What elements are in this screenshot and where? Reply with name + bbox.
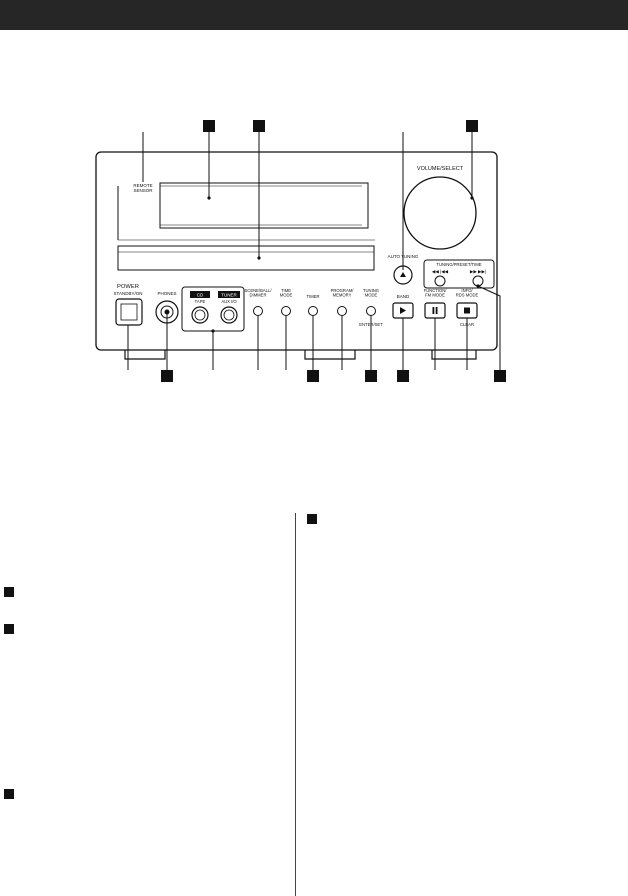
left-foot bbox=[124, 350, 166, 360]
callout-marker-timer bbox=[307, 370, 319, 382]
timer-label: TIMER bbox=[306, 294, 319, 299]
callout-marker-play bbox=[397, 370, 409, 382]
tuner-aux-button bbox=[220, 306, 238, 324]
callout-marker-disc-tray bbox=[253, 120, 265, 132]
header-bar bbox=[0, 0, 628, 30]
tuner-label: TUNER bbox=[221, 293, 237, 298]
timer-button bbox=[308, 306, 318, 316]
section-marker-left-2 bbox=[4, 624, 14, 634]
unit-chassis bbox=[95, 151, 498, 351]
callout-marker-volume bbox=[466, 120, 478, 132]
eject-icon bbox=[400, 272, 406, 277]
phones-label: PHONES bbox=[157, 291, 176, 296]
tuning-back-button bbox=[434, 275, 446, 287]
cd-tape-button bbox=[191, 306, 209, 324]
time-mode-button bbox=[281, 306, 291, 316]
function-fm-mode-label: FUNCTION/FM MODE bbox=[424, 288, 448, 298]
auto-tuning-label: AUTO TUNING bbox=[388, 254, 419, 259]
eject-button bbox=[393, 265, 413, 285]
program-memory-button bbox=[337, 306, 347, 316]
section-marker-right-1 bbox=[307, 514, 317, 524]
band-label: BAND bbox=[397, 294, 410, 299]
tuning-block bbox=[423, 259, 495, 289]
center-foot bbox=[304, 350, 356, 360]
skip-back-icon: ◀◀ |◀◀ bbox=[432, 269, 449, 274]
pause-button bbox=[424, 302, 446, 319]
volume-knob bbox=[403, 176, 477, 250]
callout-marker-tuning-mode bbox=[365, 370, 377, 382]
section-marker-left-1 bbox=[4, 587, 14, 597]
volume-select-label: VOLUME/SELECT bbox=[417, 166, 464, 172]
callout-marker-phones bbox=[161, 370, 173, 382]
aux-io-label: AUX I/O bbox=[221, 299, 237, 304]
power-button bbox=[115, 298, 143, 326]
callout-marker-display bbox=[203, 120, 215, 132]
standby-on-label: STANDBY/ON bbox=[114, 291, 143, 296]
right-foot bbox=[431, 350, 477, 360]
tape-label: TAPE bbox=[195, 299, 206, 304]
scene-ball-dimmer-button bbox=[253, 306, 263, 316]
play-icon bbox=[400, 307, 406, 314]
tuning-mode-button bbox=[366, 306, 376, 316]
power-label: POWER bbox=[117, 284, 139, 290]
column-divider bbox=[295, 513, 296, 896]
tuning-preset-time-label: TUNING/PRESET/TIME bbox=[436, 262, 481, 267]
info-rds-mode-label: INFO/RDS MODE bbox=[456, 288, 479, 298]
program-memory-label: PROGRAM/MEMORY bbox=[331, 288, 355, 298]
display-window bbox=[159, 182, 369, 229]
section-marker-left-3 bbox=[4, 789, 14, 799]
skip-forward-icon: ▶▶ ▶▶| bbox=[470, 269, 486, 274]
callout-marker-tuning-preset bbox=[494, 370, 506, 382]
disc-tray bbox=[117, 245, 375, 271]
cd-label: CD bbox=[197, 293, 204, 298]
stop-icon bbox=[464, 307, 470, 314]
pause-icon bbox=[432, 307, 435, 314]
scene-ball-dimmer-label: SCENE/BALL/DIMMER bbox=[245, 288, 273, 298]
